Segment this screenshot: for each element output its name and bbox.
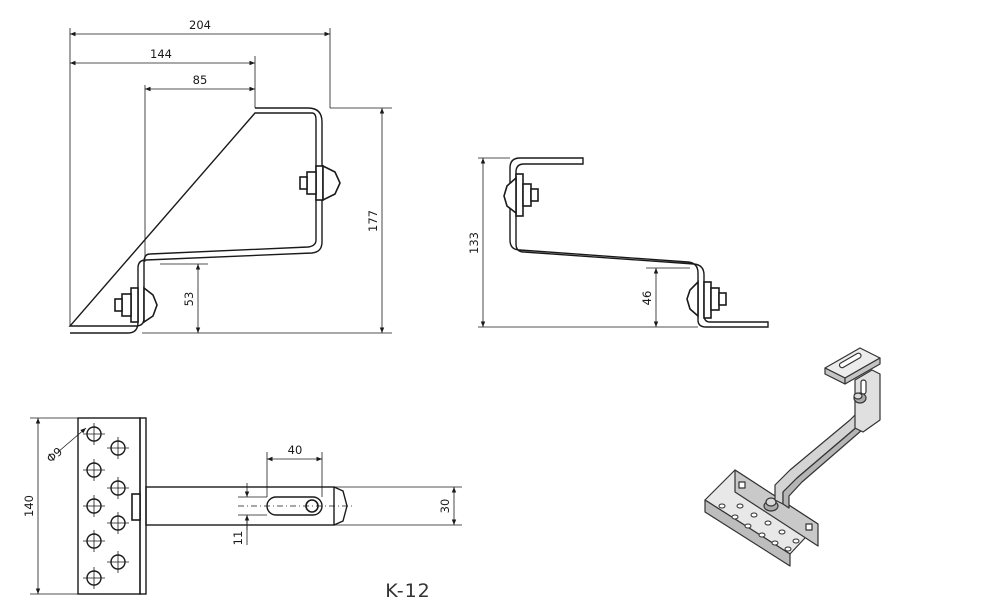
dim-height-front: 177 bbox=[366, 210, 380, 232]
dim-hole-dia: Φ9 bbox=[44, 444, 66, 465]
front-view: 204 144 85 177 53 bbox=[68, 18, 392, 334]
dim-plate-height: 140 bbox=[22, 495, 36, 517]
front-upper-bolt bbox=[299, 164, 341, 202]
dim-arm-width: 30 bbox=[438, 499, 452, 514]
front-bracket-profile bbox=[68, 107, 323, 334]
dim-step-side: 46 bbox=[640, 291, 654, 306]
dim-height-side: 133 bbox=[467, 232, 481, 254]
plan-plate-bolt bbox=[131, 493, 141, 521]
front-lower-bolt bbox=[114, 286, 158, 324]
dim-inner-width: 85 bbox=[193, 73, 208, 87]
plate-holes bbox=[83, 423, 129, 589]
dim-slot-width: 11 bbox=[231, 531, 245, 546]
dim-slot-length: 40 bbox=[288, 443, 303, 457]
side-upper-bolt bbox=[503, 173, 539, 217]
side-bracket-profile bbox=[509, 157, 769, 328]
side-lower-bolt bbox=[686, 280, 727, 319]
side-view: 133 46 bbox=[467, 157, 769, 328]
dim-total-width: 204 bbox=[189, 18, 211, 32]
dim-mid-width: 144 bbox=[150, 47, 172, 61]
isometric-view bbox=[704, 347, 881, 567]
dim-step-front: 53 bbox=[182, 292, 196, 307]
model-label: K-12 bbox=[385, 580, 431, 602]
plan-view: 140 Φ9 40 30 11 bbox=[22, 417, 462, 595]
